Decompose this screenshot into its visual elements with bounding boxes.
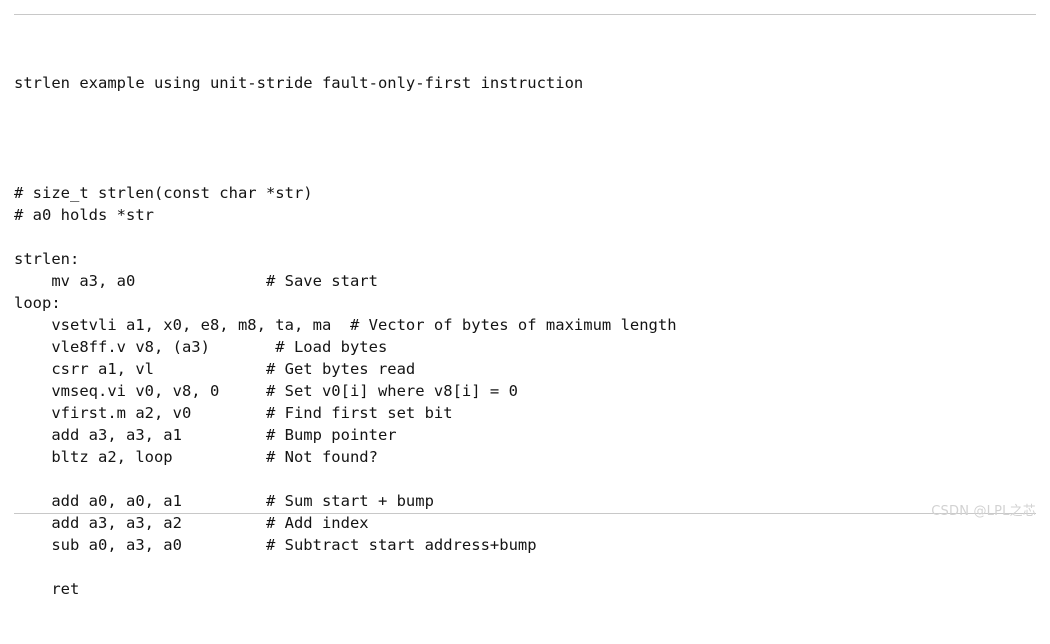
- code-line: # a0 holds *str: [14, 206, 154, 224]
- code-line: sub a0, a3, a0 # Subtract start address+…: [14, 536, 537, 554]
- code-listing: strlen example using unit-stride fault-o…: [14, 28, 1024, 644]
- code-line: ret: [14, 580, 80, 598]
- code-blank-line: [14, 138, 1024, 160]
- code-blank-line: [14, 468, 1024, 490]
- code-listing-page: strlen example using unit-stride fault-o…: [14, 14, 1036, 598]
- code-line: add a0, a0, a1 # Sum start + bump: [14, 492, 434, 510]
- code-line: vmseq.vi v0, v8, 0 # Set v0[i] where v8[…: [14, 382, 518, 400]
- code-line: add a3, a3, a2 # Add index: [14, 514, 369, 532]
- code-line: vle8ff.v v8, (a3) # Load bytes: [14, 338, 388, 356]
- code-line: vfirst.m a2, v0 # Find first set bit: [14, 404, 453, 422]
- top-horizontal-rule: [14, 14, 1036, 15]
- code-line: mv a3, a0 # Save start: [14, 272, 378, 290]
- code-line: csrr a1, vl # Get bytes read: [14, 360, 416, 378]
- csdn-watermark: CSDN @LPL之芯: [931, 504, 1036, 519]
- code-line: # size_t strlen(const char *str): [14, 184, 313, 202]
- code-blank-line: [14, 556, 1024, 578]
- code-line: add a3, a3, a1 # Bump pointer: [14, 426, 397, 444]
- listing-title: strlen example using unit-stride fault-o…: [14, 74, 584, 92]
- code-lines-container: # size_t strlen(const char *str) # a0 hol…: [14, 138, 1024, 600]
- code-line: strlen:: [14, 250, 80, 268]
- code-line: vsetvli a1, x0, e8, m8, ta, ma # Vector …: [14, 316, 677, 334]
- bottom-horizontal-rule: [14, 513, 1036, 514]
- code-blank-line: [14, 160, 1024, 182]
- code-line: bltz a2, loop # Not found?: [14, 448, 378, 466]
- code-line: loop:: [14, 294, 61, 312]
- code-blank-line: [14, 226, 1024, 248]
